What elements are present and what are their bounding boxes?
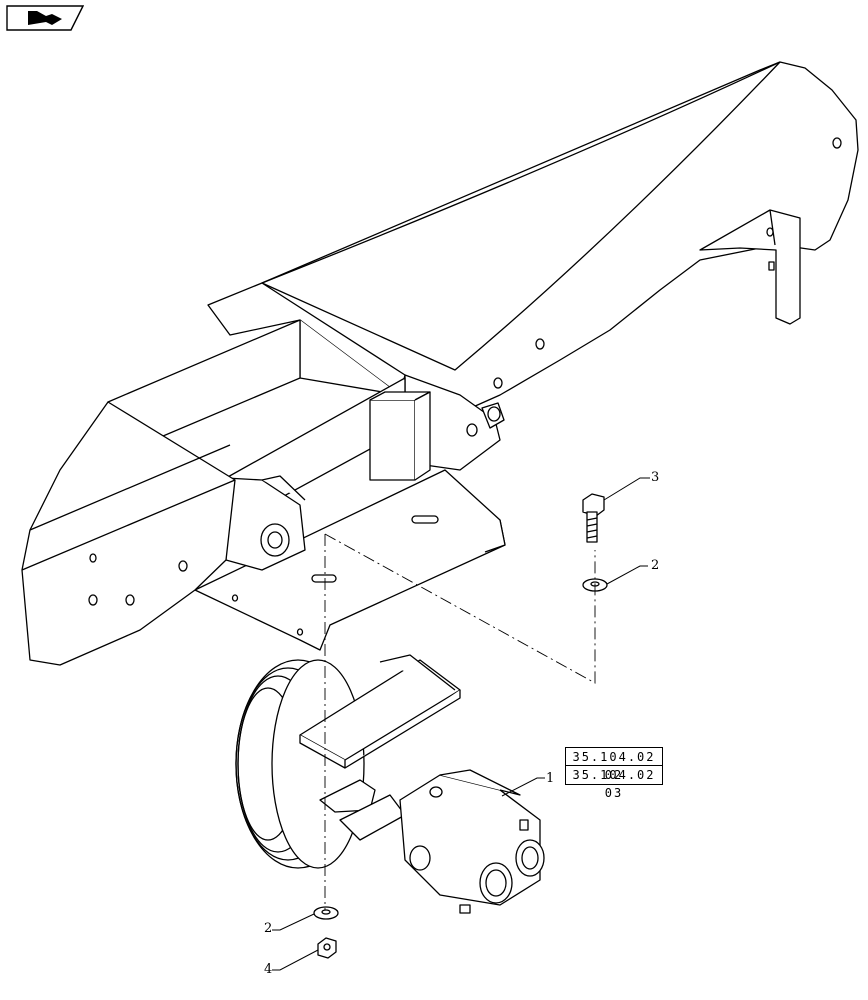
next-page-button[interactable]: [6, 5, 85, 31]
bolt: [582, 493, 605, 543]
callout-4: 4: [264, 962, 272, 977]
assembly-lines: [324, 533, 596, 910]
callout-1: 1: [546, 771, 554, 786]
callout-2-upper: 2: [651, 558, 659, 573]
pump-assembly: [235, 654, 545, 914]
lower-arm-with-bushing: [225, 475, 306, 571]
next-page-arrow-icon: [28, 11, 62, 25]
cross-members: [107, 282, 431, 521]
reference-link[interactable]: 35.104.02 02: [566, 748, 662, 782]
nut: [317, 937, 337, 959]
frame-hanging-bracket: [699, 209, 801, 325]
frame-lower-wing: [21, 401, 236, 666]
callout-leaders: [272, 477, 650, 971]
callout-2-lower: 2: [264, 921, 272, 936]
reference-table: 35.104.02 02 35.104.02 03: [565, 747, 663, 800]
washer-lower: [313, 906, 339, 920]
reference-link[interactable]: 35.104.02 03: [572, 768, 656, 800]
callout-3: 3: [651, 470, 659, 485]
